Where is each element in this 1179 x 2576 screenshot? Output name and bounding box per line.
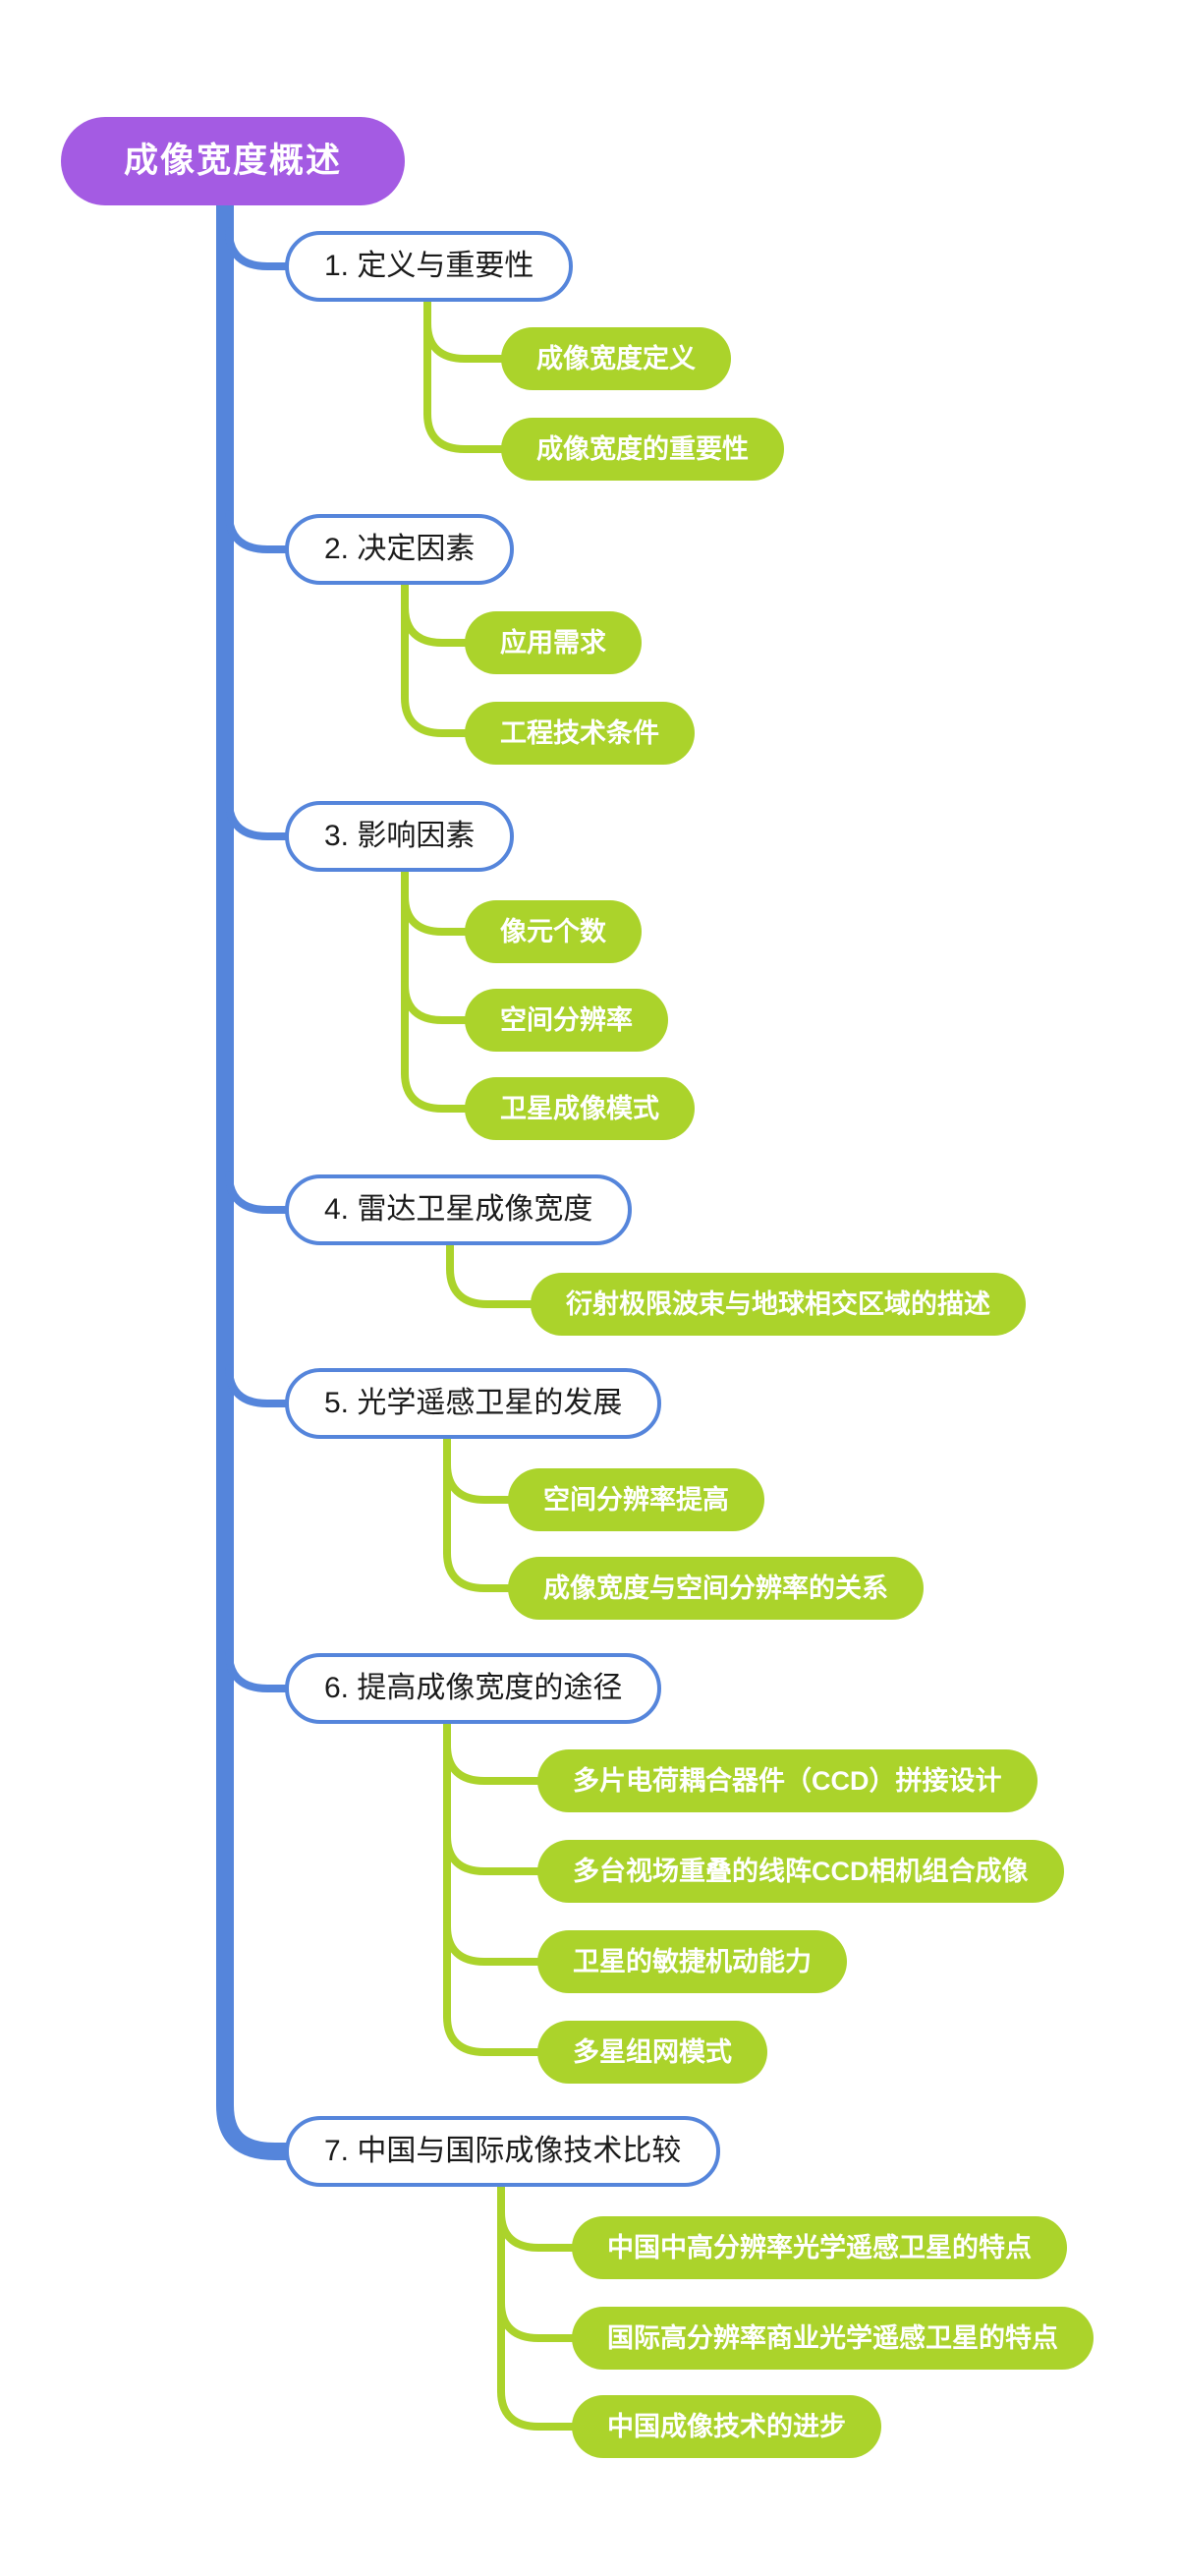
child-node[interactable]: 成像宽度定义	[501, 327, 731, 390]
branch-node-6[interactable]: 6. 提高成像宽度的途径	[285, 1653, 662, 1724]
branch-node-2[interactable]: 2. 决定因素	[285, 514, 515, 585]
child-node[interactable]: 像元个数	[465, 900, 642, 963]
branch-node-5[interactable]: 5. 光学遥感卫星的发展	[285, 1368, 662, 1439]
child-node[interactable]: 成像宽度与空间分辨率的关系	[508, 1557, 924, 1620]
branch-node-4[interactable]: 4. 雷达卫星成像宽度	[285, 1174, 633, 1245]
child-node[interactable]: 卫星的敏捷机动能力	[537, 1930, 847, 1993]
child-node[interactable]: 多星组网模式	[537, 2021, 767, 2084]
child-node[interactable]: 国际高分辨率商业光学遥感卫星的特点	[572, 2307, 1094, 2370]
child-node[interactable]: 成像宽度的重要性	[501, 418, 784, 481]
child-node[interactable]: 中国成像技术的进步	[572, 2395, 881, 2458]
branch-node-3[interactable]: 3. 影响因素	[285, 801, 515, 872]
branch-node-7[interactable]: 7. 中国与国际成像技术比较	[285, 2116, 721, 2187]
child-node[interactable]: 多台视场重叠的线阵CCD相机组合成像	[537, 1840, 1064, 1903]
child-node[interactable]: 衍射极限波束与地球相交区域的描述	[531, 1273, 1026, 1336]
child-connector-lines	[401, 293, 582, 2431]
branch-node-1[interactable]: 1. 定义与重要性	[285, 231, 574, 302]
child-node[interactable]: 工程技术条件	[465, 702, 695, 765]
root-node[interactable]: 成像宽度概述	[61, 117, 406, 205]
child-node[interactable]: 应用需求	[465, 611, 642, 674]
child-node[interactable]: 卫星成像模式	[465, 1077, 695, 1140]
child-node[interactable]: 空间分辨率	[465, 989, 668, 1052]
trunk-line	[216, 188, 296, 2160]
child-node[interactable]: 中国中高分辨率光学遥感卫星的特点	[572, 2216, 1067, 2279]
child-node[interactable]: 多片电荷耦合器件（CCD）拼接设计	[537, 1749, 1038, 1812]
child-node[interactable]: 空间分辨率提高	[508, 1468, 764, 1531]
